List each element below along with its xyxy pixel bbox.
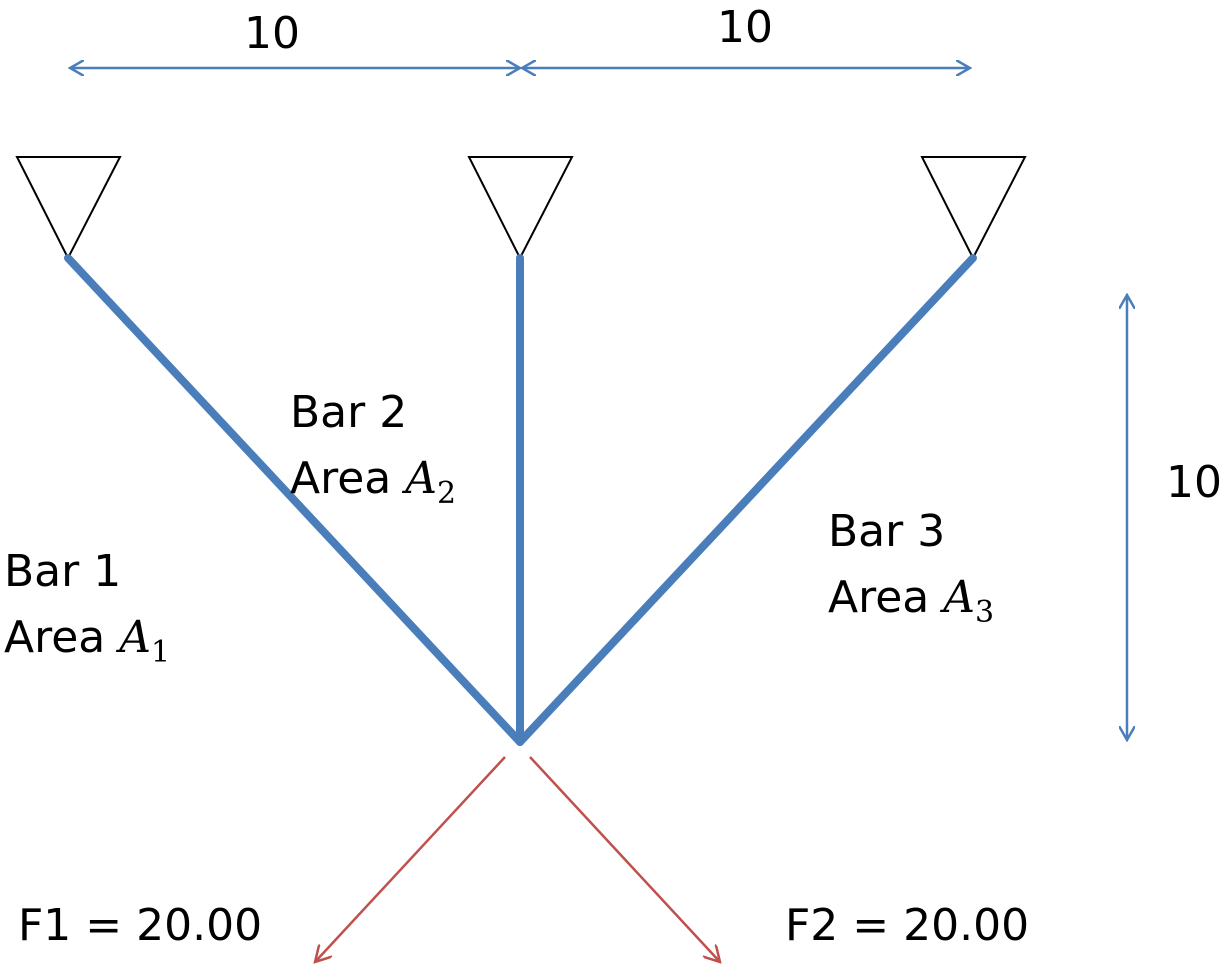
bar-1-area-symbol: A — [115, 612, 151, 663]
bar-2-area-prefix: Area — [290, 453, 391, 504]
bar-3-area-symbol: A — [939, 572, 975, 623]
force-arrow-f2 — [529, 756, 720, 962]
bar-1-label: Bar 1 — [4, 546, 121, 597]
bar-2-area-label: Area A2 — [290, 453, 456, 511]
bar-3-label: Bar 3 — [828, 506, 945, 557]
bar-2-area-symbol: A — [401, 453, 437, 504]
force-label-f2: F2 = 20.00 — [785, 900, 1029, 951]
triangle-support-icon — [467, 156, 574, 261]
triangle-support-icon — [920, 156, 1027, 261]
bar-2-area-index: 2 — [437, 476, 456, 511]
bar-1-area-label: Area A1 — [4, 612, 170, 670]
bar-1-area-index: 1 — [151, 635, 170, 670]
force-arrows — [315, 756, 720, 962]
bar-1-line — [64, 254, 524, 746]
bar-3-area-index: 3 — [975, 595, 994, 630]
dimension-label-height: 10 — [1166, 457, 1222, 508]
bar-3-line — [516, 254, 977, 746]
bar-3-area-prefix: Area — [828, 572, 929, 623]
force-label-f1: F1 = 20.00 — [18, 900, 262, 951]
force-arrow-f1 — [315, 756, 506, 962]
supports — [15, 156, 1027, 261]
bar-2-label: Bar 2 — [290, 387, 407, 438]
dimension-label-top-left: 10 — [244, 8, 300, 59]
triangle-support-icon — [15, 156, 122, 261]
dimension-label-top-right: 10 — [717, 2, 773, 53]
bar-3-area-label: Area A3 — [828, 572, 994, 630]
truss-bars — [64, 254, 977, 746]
bar-1-area-prefix: Area — [4, 612, 105, 663]
dimension-arrows — [70, 68, 1127, 740]
